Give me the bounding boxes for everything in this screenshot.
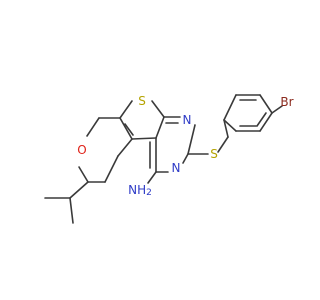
bond (223, 119, 229, 138)
bond (124, 123, 134, 136)
molecule-canvas: S S N N O NH2 Br (44, 94, 294, 224)
bond (223, 94, 237, 121)
bond (69, 197, 74, 224)
bond (223, 119, 237, 132)
bond (259, 94, 273, 114)
bond (86, 117, 100, 137)
bonds (44, 94, 283, 224)
atom-labels: S S N N O NH2 Br (77, 94, 293, 198)
bond (151, 100, 165, 118)
sulfur-linker-label: S (210, 147, 218, 161)
amine-main: NH (128, 183, 146, 197)
bond (104, 155, 119, 183)
bond (187, 124, 196, 155)
bond (119, 117, 133, 140)
bromine-label: Br (280, 95, 293, 109)
nitrogen-top-label: N (183, 113, 192, 127)
oxygen-label: O (77, 143, 86, 157)
bond (69, 181, 89, 199)
nitrogen-bottom-label: N (172, 161, 181, 175)
bond (182, 153, 189, 164)
bond (155, 116, 165, 139)
bond (256, 112, 267, 127)
bond (131, 137, 157, 140)
bond (147, 171, 157, 184)
bond (259, 112, 273, 132)
amine-label: NH2 (128, 183, 152, 198)
amine-subscript: 2 (146, 188, 152, 198)
sulfur-ring-label: S (138, 94, 146, 108)
bond (78, 166, 89, 183)
bond (117, 138, 133, 157)
bond (217, 136, 229, 153)
bond (119, 100, 133, 119)
bond (271, 105, 283, 114)
molecule-structure: S S N N O NH2 Br (44, 94, 294, 224)
